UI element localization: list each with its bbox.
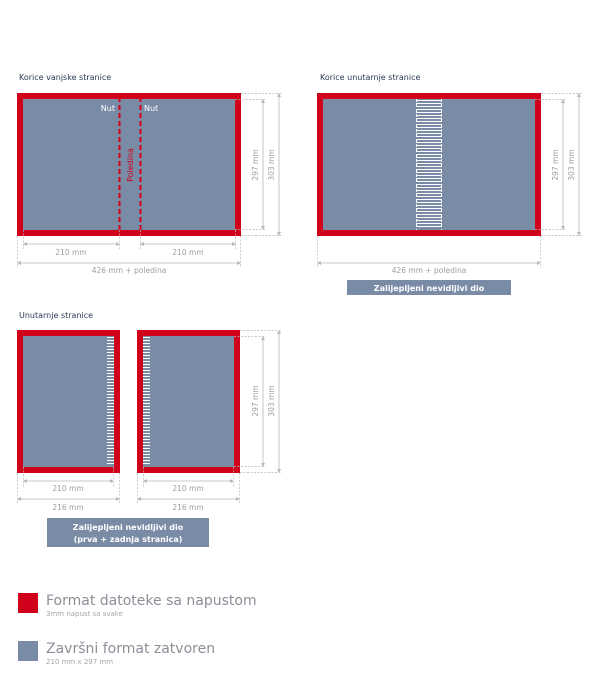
dim-297-inner-label: 297 mm (551, 149, 560, 180)
legend-bleed-swatch (18, 593, 38, 613)
dim-216-page-left-label: 216 mm (52, 503, 83, 512)
dim-210-left-label: 210 mm (55, 248, 86, 257)
legend-trim: Završni format zatvoren 210 mm x 297 mm (18, 641, 215, 667)
inner-pages-title: Unutarnje stranice (19, 311, 94, 320)
dim-303-label: 303 mm (267, 149, 276, 180)
legend-bleed-title: Format datoteke sa napustom (46, 593, 257, 609)
dim-303-pages-label: 303 mm (267, 385, 276, 416)
outer-cover-title: Korice vanjske stranice (19, 73, 112, 82)
inner-page-left-trim (23, 336, 114, 467)
dim-216-page-right-label: 216 mm (172, 503, 203, 512)
dim-297-pages-label: 297 mm (251, 385, 260, 416)
poledina-label: Poledina (126, 148, 135, 182)
inner-cover-diagram: 426 mm + poledina 297 mm 303 mm Zalijepl… (317, 93, 582, 295)
legend-trim-swatch (18, 641, 38, 661)
outer-cover-diagram: Nut Nut Poledina 210 mm 210 mm 426 mm + … (17, 93, 282, 275)
dim-426-inner-label: 426 mm + poledina (392, 266, 467, 275)
outer-cover-trim-left (23, 99, 119, 230)
glued-hatch-area (416, 99, 442, 230)
legend-trim-title: Završni format zatvoren (46, 641, 216, 657)
dim-210-page-left-label: 210 mm (52, 484, 83, 493)
dim-297-label: 297 mm (251, 149, 260, 180)
inner-page-right-trim (143, 336, 234, 467)
outer-cover-trim-right (141, 99, 235, 230)
legend-trim-sub: 210 mm x 297 mm (46, 658, 114, 666)
legend-bleed: Format datoteke sa napustom 3mm napust s… (18, 593, 257, 619)
outer-cover-spine (119, 99, 141, 230)
glued-pages-label-line2: (prva + zadnja stranica) (74, 535, 183, 544)
nut-label-right: Nut (144, 104, 158, 113)
glued-pages-label-box (47, 518, 209, 547)
inner-cover-title: Korice unutarnje stranice (320, 73, 421, 82)
glued-pages-label-line1: Zalijepljeni nevidljivi dio (73, 523, 184, 532)
nut-label-left: Nut (101, 104, 115, 113)
inner-pages-diagram: 210 mm 216 mm 210 mm 216 mm 297 mm 303 m… (17, 330, 282, 547)
glued-label-box (347, 280, 511, 295)
dim-303-inner-label: 303 mm (567, 149, 576, 180)
glued-hatch-right (143, 337, 150, 464)
glued-hatch-left (107, 337, 114, 464)
dim-210-right-label: 210 mm (172, 248, 203, 257)
glued-label: Zalijepljeni nevidljivi dio (374, 284, 485, 293)
dim-210-page-right-label: 210 mm (172, 484, 203, 493)
dim-426-label: 426 mm + poledina (92, 266, 167, 275)
legend-bleed-sub: 3mm napust sa svake (46, 610, 123, 618)
